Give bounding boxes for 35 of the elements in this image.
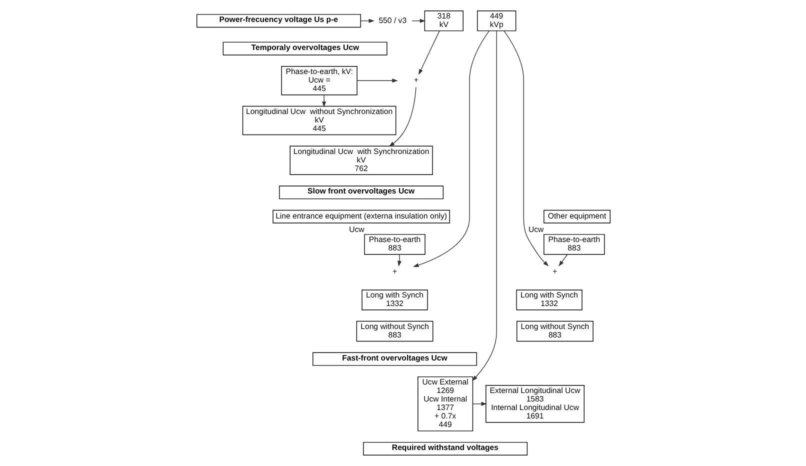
node-box: Line entrance equipment (externa insulation only) <box>272 210 450 224</box>
node-label: Ucw <box>348 225 364 234</box>
arrow <box>412 30 490 268</box>
node-box: Slow front overvoltages Ucw <box>278 186 444 200</box>
arrow <box>388 86 416 147</box>
node-box: Phase-to-earth 883 <box>543 234 604 255</box>
node-box: Long without Synch 883 <box>356 320 433 342</box>
arrow <box>503 30 548 266</box>
node-box: Long without Synch 883 <box>516 320 593 342</box>
node-box: Phase-to-earth, kV: Ucw = 445 <box>280 66 357 96</box>
node-box: Temporaly overvoltages Ucw <box>222 42 387 56</box>
arrow <box>356 78 398 83</box>
node-text: + <box>413 76 418 85</box>
node-text: + <box>552 267 557 276</box>
arrow <box>558 254 568 266</box>
arrow <box>322 94 326 108</box>
node-box: Longitudinal Ucw with Synchronization kV 762 <box>289 146 432 175</box>
arrow <box>472 30 496 382</box>
arrow <box>418 30 440 75</box>
node-label: Ucw <box>528 225 544 234</box>
node-box: 449 kVp <box>476 10 516 32</box>
node-box: Required withstand voltages <box>362 442 528 456</box>
node-box: Other equipment <box>543 210 610 224</box>
node-box: Power-frecuency voltage Us p-e <box>196 14 360 28</box>
node-box: Longitudinal Ucw without Synchronization kV 445 <box>242 106 396 136</box>
node-box: Ucw External 1269 Ucw Internal 1377 + 0.7x 449 <box>417 376 473 432</box>
node-box: Fast-front overvoltages Ucw <box>312 352 476 366</box>
node-box: 318 kV <box>424 10 463 32</box>
node-text: + <box>392 267 397 276</box>
node-box: Long with Synch 1332 <box>361 290 428 310</box>
node-box: Phase-to-earth 883 <box>364 234 425 255</box>
node-box: Long with Synch 1332 <box>516 290 582 310</box>
node-text: 550 / v3 <box>378 16 406 25</box>
node-box: External Longitudinal Ucw 1583 Internal Longitudinal Ucw 1691 <box>485 385 584 423</box>
arrow <box>397 254 401 267</box>
